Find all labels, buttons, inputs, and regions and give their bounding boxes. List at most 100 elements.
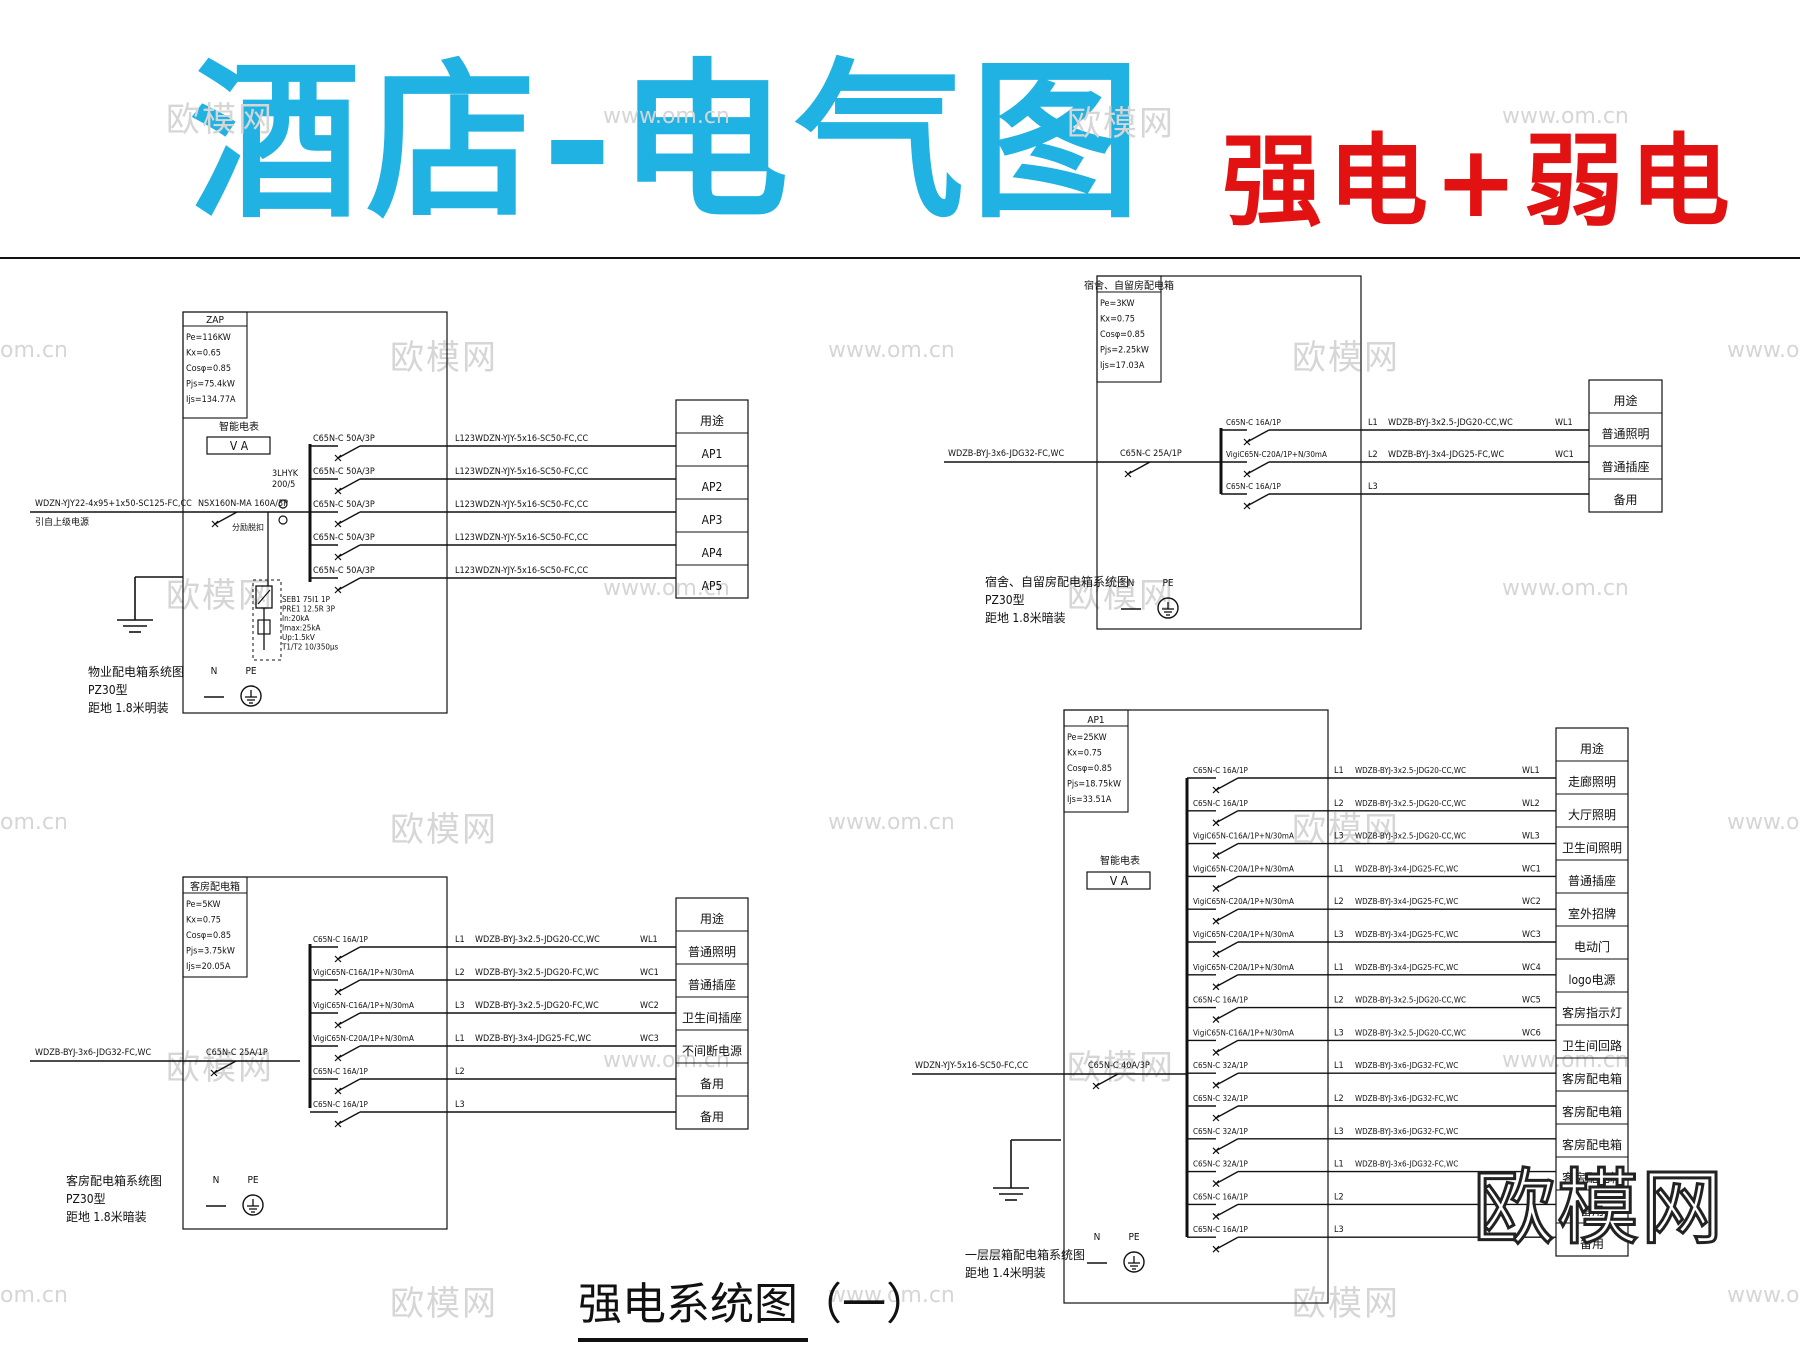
ap1-circuit-id: WC5 <box>1522 996 1541 1006</box>
ap1-circuit-phase: L1 <box>1334 864 1344 874</box>
title-divider <box>0 257 1800 259</box>
guest-circuit-breaker-symbol-x2 <box>334 1054 342 1062</box>
ap1-circuit-breaker-symbol-x2 <box>1212 1212 1220 1220</box>
dorm-enclosure <box>1096 275 1362 630</box>
zap-circuit-breaker: C65N-C 50A/3P <box>313 533 375 543</box>
ap1-circuit-breaker-symbol-contact <box>1215 1006 1239 1021</box>
watermark-url: www.om.cn <box>1502 576 1629 601</box>
dorm-circuit-breaker-symbol-contact <box>1246 493 1270 507</box>
ap1-circuit-cable: WDZB-BYJ-3x6-JDG32-FC,WC <box>1355 1094 1458 1103</box>
guest-circuit-id: WC2 <box>640 1001 659 1011</box>
ap1-circuit-breaker-symbol-x2 <box>1212 819 1220 827</box>
ap1-pe-label: PE <box>1128 1232 1139 1243</box>
zap-ct-symbol <box>278 515 288 525</box>
dorm-note: 距地 1.8米暗装 <box>985 610 1066 625</box>
zap-spd-dashed <box>252 579 282 661</box>
dorm-circuit-id: WL1 <box>1555 418 1573 428</box>
guest-circuit-breaker-symbol-contact <box>337 1045 361 1059</box>
ap1-circuit-phase: L3 <box>1334 1127 1344 1137</box>
ap1-circuit-phase: L3 <box>1334 832 1344 842</box>
ap1-circuit-breaker: C65N-C 16A/1P <box>1193 766 1249 775</box>
zap-meter-va: V A <box>230 439 249 453</box>
dorm-circuit-breaker: VigiC65N-C20A/1P+N/30mA <box>1226 450 1327 459</box>
ap1-main-breaker: C65N-C 40A/3P <box>1088 1061 1150 1071</box>
dorm-circuit-phase: L1 <box>1368 418 1378 428</box>
zap-use-cell: AP4 <box>702 546 723 560</box>
watermark-brand: 欧模网 <box>1292 1284 1400 1324</box>
ap1-circuit-breaker: C65N-C 32A/1P <box>1193 1160 1249 1169</box>
zap-panel-name: ZAP <box>206 315 224 326</box>
watermark-brand: 欧模网 <box>390 338 498 378</box>
ap1-circuit-breaker: C65N-C 16A/1P <box>1193 1225 1249 1234</box>
zap-incoming-cable: WDZN-YJY22-4x95+1x50-SC125-FC,CC <box>35 499 192 509</box>
ap1-main-breaker-symbol-contact <box>1095 1073 1119 1087</box>
watermark-url: www.om.cn <box>1727 1283 1800 1308</box>
drawing-title: 强电系统图（一） <box>578 1279 930 1330</box>
ap1-circuit-id: WL3 <box>1522 832 1540 842</box>
dorm-param-line: Pjs=2.25kW <box>1100 346 1149 356</box>
guest-use-cell: 卫生间插座 <box>682 1010 742 1025</box>
ap1-circuit-breaker-symbol-x2 <box>1212 852 1220 860</box>
ap1-circuit-cable: WDZB-BYJ-3x2.5-JDG20-CC,WC <box>1355 799 1466 808</box>
ap1-meter-va: V A <box>1110 874 1129 888</box>
ap1-use-cell: 客房配电箱 <box>1562 1071 1622 1086</box>
ap1-circuit-id: WC6 <box>1522 1028 1541 1038</box>
zap-param-line: Cosφ=0.85 <box>186 364 231 374</box>
ap1-use-cell: 普通插座 <box>1568 873 1616 888</box>
dorm-circuit-phase: L3 <box>1368 482 1378 492</box>
watermark-url: om.cn <box>0 810 68 835</box>
watermark-url: www.om.cn <box>603 576 730 601</box>
zap-circuit-phase: L123 <box>455 500 475 510</box>
ap1-circuit-phase: L1 <box>1334 1160 1344 1170</box>
watermark-brand: 欧模网 <box>1067 1048 1175 1088</box>
dorm-param-box <box>1096 275 1162 383</box>
ap1-circuit-phase: L3 <box>1334 1225 1344 1235</box>
ap1-use-cell: 室外招牌 <box>1568 906 1616 921</box>
zap-spd-spec: PRE1 12.5R 3P <box>282 605 336 614</box>
zap-circuit-cable: WDZN-YJY-5x16-SC50-FC,CC <box>475 500 589 510</box>
zap-circuit-breaker-symbol-contact <box>337 445 361 459</box>
zap-ct-symbol <box>278 499 288 509</box>
zap-spd-spec: In:20kA <box>282 614 309 623</box>
ap1-circuit-breaker-symbol-x2 <box>1212 1147 1220 1155</box>
ap1-param-line: Cosφ=0.85 <box>1067 764 1112 774</box>
ap1-circuit-cable: WDZB-BYJ-3x4-JDG25-FC,WC <box>1355 897 1458 906</box>
ap1-incoming-cable: WDZN-YJY-5x16-SC50-FC,CC <box>915 1061 1029 1071</box>
guest-n-label: N <box>213 1175 220 1186</box>
zap-shunt-note: 分励脱扣 <box>232 522 264 532</box>
watermark-url: om.cn <box>0 1283 68 1308</box>
zap-pe-label: PE <box>245 666 256 677</box>
zap-note: 物业配电箱系统图 <box>88 664 184 679</box>
ap1-meter-label: 智能电表 <box>1100 854 1140 867</box>
ap1-circuit-id: WC3 <box>1522 930 1541 940</box>
dorm-param-line: Pe=3KW <box>1100 299 1134 309</box>
zap-param-line: Pe=116KW <box>186 333 231 343</box>
zap-main-breaker: NSX160N-MA 160A/3P <box>198 499 288 509</box>
ap1-circuit-cable: WDZB-BYJ-3x4-JDG25-FC,WC <box>1355 864 1458 873</box>
ap1-circuit-breaker: C65N-C 16A/1P <box>1193 996 1249 1005</box>
guest-param-box <box>182 876 248 978</box>
ap1-circuit-breaker-symbol-contact <box>1215 810 1239 824</box>
ap1-circuit-phase: L2 <box>1334 1094 1344 1104</box>
ap1-circuit-cable: WDZB-BYJ-3x2.5-JDG20-CC,WC <box>1355 766 1466 775</box>
ap1-circuit-phase: L2 <box>1334 897 1344 907</box>
zap-spd-spec: SEB1 75I1 1P <box>282 595 331 604</box>
ap1-circuit-breaker: C65N-C 32A/1P <box>1193 1061 1249 1070</box>
ap1-circuit-breaker-symbol-contact <box>1215 1170 1239 1185</box>
ap1-pe-symbol-circle <box>1123 1251 1145 1273</box>
drawing-title-underline <box>578 1338 808 1342</box>
guest-circuit-breaker-symbol-contact <box>337 1111 361 1125</box>
dorm-panel-name: 宿舍、自留房配电箱 <box>1084 279 1174 292</box>
guest-circuit-breaker-symbol-x2 <box>334 988 342 996</box>
dorm-pe-symbol-circle <box>1157 597 1179 619</box>
watermark-brand: 欧模网 <box>390 810 498 850</box>
zap-use-header: 用途 <box>700 413 724 428</box>
guest-use-header: 用途 <box>700 911 724 926</box>
guest-circuit-breaker-symbol-contact <box>337 1012 361 1026</box>
ap1-use-cell: 卫生间照明 <box>1562 841 1622 855</box>
dorm-circuit-phase: L2 <box>1368 450 1378 460</box>
zap-n-label: N <box>211 666 218 677</box>
watermark-url: www.om.cn <box>1502 104 1629 129</box>
ap1-use-cell: 客房配电箱 <box>1562 1170 1622 1185</box>
